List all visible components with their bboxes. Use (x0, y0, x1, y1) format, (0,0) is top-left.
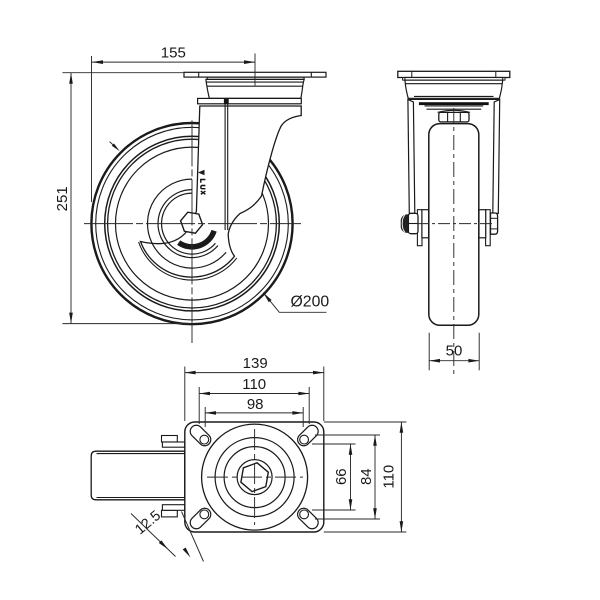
svg-text:84: 84 (358, 468, 375, 485)
svg-text:139: 139 (243, 355, 268, 372)
svg-text:98: 98 (247, 396, 264, 413)
svg-text:155: 155 (161, 45, 186, 62)
svg-text:110: 110 (381, 465, 398, 489)
svg-text:66: 66 (333, 468, 350, 485)
svg-text:110: 110 (242, 376, 266, 393)
svg-text:Ø200: Ø200 (291, 294, 330, 311)
svg-text:251: 251 (54, 186, 71, 211)
svg-text:50: 50 (446, 342, 463, 359)
